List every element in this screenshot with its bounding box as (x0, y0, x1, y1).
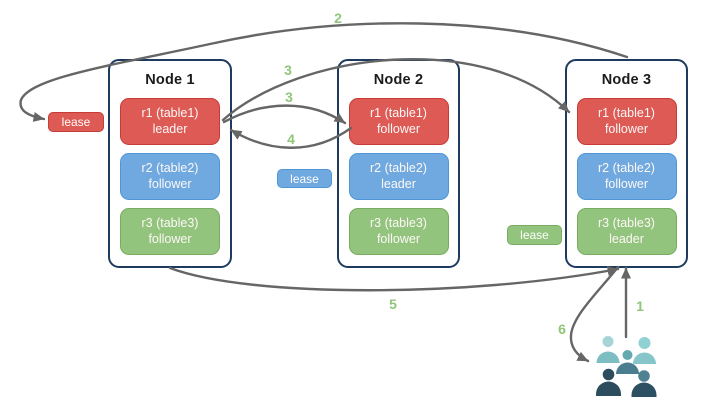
step-label-1: 1 (636, 298, 644, 314)
node-3-replica-r1: r1 (table1) follower (576, 98, 677, 145)
step-label-3a: 3 (284, 62, 292, 78)
person-icon (616, 362, 639, 374)
node-2-title: Node 2 (373, 72, 424, 88)
node-3-replica-r3: r3 (table3) leader (576, 208, 677, 255)
lease-badge-r2: lease (277, 169, 332, 188)
replica-name: r2 (table2) (141, 160, 199, 175)
step-label-5: 5 (389, 296, 397, 312)
person-icon (602, 368, 615, 381)
replica-name: r3 (table3) (141, 215, 199, 230)
replica-name: r2 (table2) (598, 160, 655, 175)
replica-name: r3 (table3) (370, 215, 427, 230)
replica-role: leader (152, 121, 188, 136)
replica-role: follower (148, 231, 192, 246)
step-label-3b: 3 (285, 89, 293, 105)
node-3-replica-r2: r2 (table2) follower (576, 153, 677, 200)
node-3-title: Node 3 (601, 72, 652, 88)
arrow-step-3-to-node2 (222, 104, 347, 125)
step-label-2: 2 (334, 10, 342, 26)
replica-role: leader (609, 231, 644, 246)
replica-role: follower (148, 176, 192, 191)
node-1-replica-r3: r3 (table3) follower (120, 208, 220, 255)
node-1-box: Node 1 r1 (table1) leader r2 (table2) fo… (108, 59, 232, 268)
node-2-box: Node 2 r1 (table1) follower r2 (table2) … (337, 59, 460, 268)
node-3-box: Node 3 r1 (table1) follower r2 (table2) … (565, 59, 688, 268)
replica-role: follower (376, 121, 421, 136)
replica-name: r2 (table2) (370, 160, 427, 175)
node-2-replica-r2: r2 (table2) leader (348, 153, 449, 200)
person-icon (596, 381, 621, 396)
replica-name: r3 (table3) (598, 215, 655, 230)
lease-badge-r1: lease (48, 112, 104, 132)
node-2-replica-r1: r1 (table1) follower (348, 98, 449, 145)
step-label-6: 6 (558, 321, 566, 337)
replica-role: leader (381, 176, 416, 191)
person-icon (631, 382, 657, 397)
node-1-replica-r1: r1 (table1) leader (120, 98, 220, 145)
person-icon (596, 351, 620, 363)
person-icon (633, 352, 656, 364)
replica-name: r1 (table1) (141, 105, 199, 120)
node-2-replica-r3: r3 (table3) follower (348, 208, 449, 255)
replica-role: follower (376, 231, 421, 246)
lease-badge-r3: lease (507, 225, 562, 245)
person-icon (638, 370, 650, 382)
replica-name: r1 (table1) (370, 105, 427, 120)
replica-role: follower (604, 121, 649, 136)
replica-name: r1 (table1) (598, 105, 655, 120)
person-icon (638, 337, 651, 349)
node-1-title: Node 1 (145, 72, 195, 88)
node-1-replica-r2: r2 (table2) follower (120, 153, 220, 200)
person-icon (602, 336, 614, 347)
arrow-step-5-node1-to-node3 (168, 266, 620, 292)
users-group-icon (596, 336, 657, 397)
step-label-4: 4 (287, 131, 295, 147)
replica-role: follower (604, 176, 649, 191)
person-icon (622, 350, 633, 360)
